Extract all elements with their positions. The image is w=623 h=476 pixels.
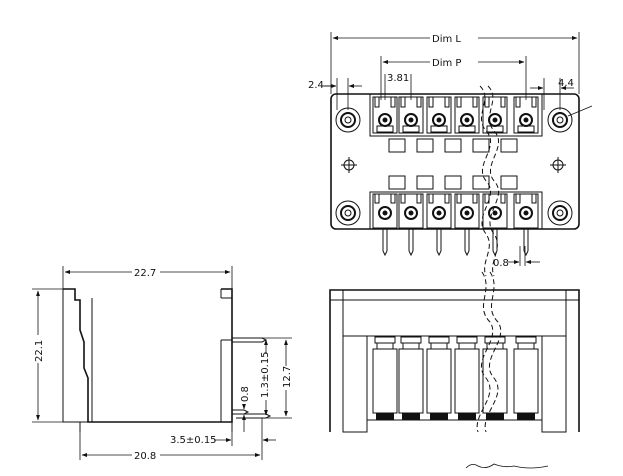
front-view: [329, 271, 580, 469]
right-margin-label: 4.4: [558, 78, 574, 89]
side-height-dimension: 22.1: [31, 288, 63, 423]
front-contact-4: [454, 336, 480, 420]
break-line-top-1: [479, 85, 492, 277]
side-pin-width-dimension: 0.8: [236, 386, 251, 432]
side-width-dimension: 22.7: [62, 266, 233, 289]
front-contact-2: [398, 336, 424, 420]
front-view-outline: [329, 289, 580, 432]
lower-terminal-2: [398, 193, 424, 229]
upper-terminal-4: [454, 96, 480, 134]
side-view-outline: [63, 288, 233, 423]
side-view: 22.7 22.1 12.7 1.3±0.15: [31, 266, 293, 462]
bottom-pin-1: [382, 229, 388, 257]
pin-width-dimension: 0.8: [493, 246, 540, 269]
lower-terminal-5: [482, 193, 508, 229]
front-contacts: [372, 336, 539, 420]
front-left-wall: [342, 335, 368, 433]
upper-terminal-housing: [369, 93, 543, 137]
crosshair-hole-right: [550, 157, 566, 173]
left-margin-dimension: 2.4: [308, 78, 362, 110]
upper-terminal-1: [372, 96, 398, 134]
latch-window-upper-3: [444, 138, 462, 153]
bottom-width-label: 20.8: [134, 451, 156, 462]
pin-spacing-label: 3.5±0.15: [170, 435, 217, 446]
lower-terminal-1: [372, 193, 398, 229]
dim-p-dimension: Dim P: [380, 56, 527, 100]
right-margin-dimension: 4.4: [530, 78, 574, 110]
right-leader-line: [567, 105, 593, 117]
lower-terminal-3: [426, 193, 452, 229]
latch-windows: [388, 138, 518, 190]
latch-window-lower-5: [500, 175, 518, 190]
top-view: Dim L Dim P 2.4 3.81: [308, 32, 593, 277]
lower-terminal-6: [513, 193, 539, 229]
pin-spacing-dimension: 3.5±0.15: [170, 418, 276, 446]
side-view-mount: [220, 339, 233, 422]
break-line-front-1: [476, 271, 494, 433]
front-contact-3: [426, 336, 452, 420]
mounting-hole-bottom-right: [547, 200, 573, 226]
dim-p-label: Dim P: [432, 58, 461, 69]
bottom-pins: [382, 229, 529, 257]
latch-window-upper-5: [500, 138, 518, 153]
mounting-hole-top-left: [335, 107, 361, 133]
front-right-wall: [541, 335, 567, 433]
faint-trace: [465, 463, 549, 469]
front-contact-6: [513, 336, 539, 420]
side-height-label: 22.1: [34, 340, 45, 362]
latch-window-lower-1: [388, 175, 406, 190]
break-line-front-2: [484, 271, 502, 433]
latch-window-lower-4: [472, 175, 490, 190]
bottom-pin-2: [408, 229, 414, 257]
mounting-hole-bottom-left: [335, 200, 361, 226]
crosshair-hole-left: [341, 157, 357, 173]
pitch-dimension: 3.81: [384, 72, 412, 100]
latch-window-lower-3: [444, 175, 462, 190]
side-width-label: 22.7: [134, 268, 156, 279]
latch-window-lower-2: [416, 175, 434, 190]
side-pin-width-label: 0.8: [240, 386, 251, 402]
latch-window-upper-4: [472, 138, 490, 153]
side-view-pins: [79, 337, 272, 432]
bottom-pin-3: [436, 229, 442, 257]
break-line-top-2: [487, 85, 500, 277]
dim-l-dimension: Dim L: [330, 32, 580, 94]
bottom-width-dimension: 20.8: [79, 432, 263, 462]
pin-offset-label: 1.3±0.15: [260, 351, 271, 398]
upper-terminal-5: [482, 96, 508, 134]
latch-window-upper-1: [388, 138, 406, 153]
lower-terminal-housing: [369, 191, 543, 230]
pin-width-label: 0.8: [493, 258, 509, 269]
bottom-pin-4: [464, 229, 470, 257]
mounting-hole-top-right: [547, 107, 573, 133]
pin-length-label: 12.7: [282, 366, 293, 388]
latch-window-upper-2: [416, 138, 434, 153]
lower-terminals: [372, 193, 539, 229]
pin-offset-dimension: 1.3±0.15: [258, 339, 271, 416]
upper-terminal-2: [398, 96, 424, 134]
front-contact-1: [372, 336, 398, 420]
left-margin-label: 2.4: [308, 80, 324, 91]
upper-terminal-6: [513, 96, 539, 134]
upper-terminal-3: [426, 96, 452, 134]
dim-l-label: Dim L: [432, 34, 461, 45]
lower-terminal-4: [454, 193, 480, 229]
upper-terminals: [372, 96, 539, 134]
pitch-label: 3.81: [387, 73, 409, 84]
pin-length-dimension: 12.7: [262, 337, 293, 419]
